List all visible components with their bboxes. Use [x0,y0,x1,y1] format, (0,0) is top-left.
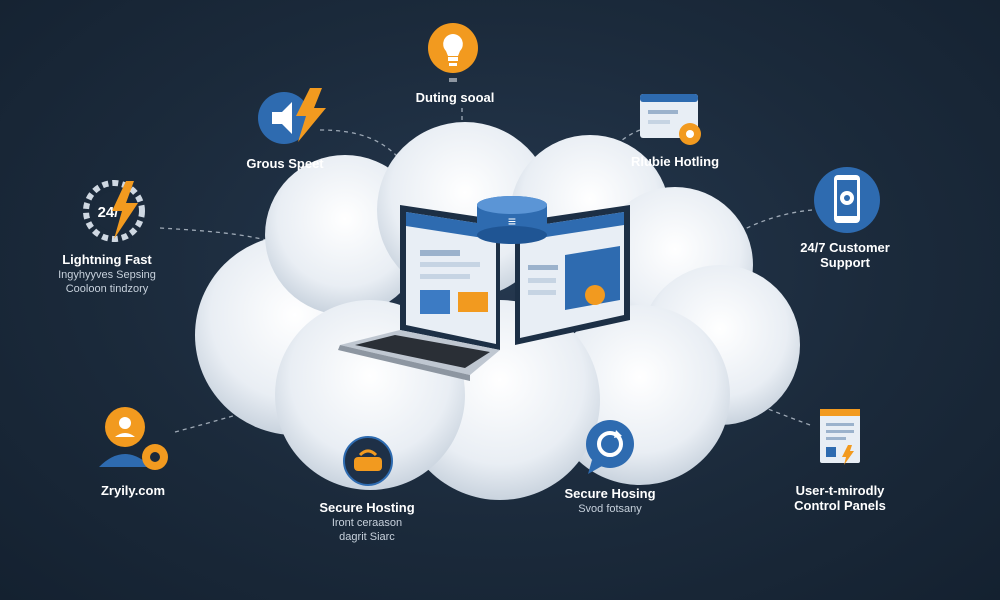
zryily-title: Zryily.com [100,483,166,498]
document-icon [820,409,860,465]
connector-speet [319,129,406,166]
browser-gear-icon [640,94,701,145]
lightbulb-icon [428,23,478,82]
user-gear-icon [99,407,168,470]
refresh-chat-icon [586,420,634,474]
lightning-fast-sub-2: Cooloon tindzory [65,283,149,295]
secure-hosing-title: Secure Hosing [564,486,656,501]
customer-support-title-2: Support [820,255,870,270]
secure-hosting-sub-1: Iront ceraason [331,517,403,529]
secure-hosting-sub-2: dagrit Siarc [339,531,395,543]
control-panels-title-2: Control Panels [794,498,886,513]
rlubie-hotling-title: Rlubie Hotling [630,154,720,169]
lightning-fast-title: Lightning Fast [62,252,152,267]
control-panels-title: User-t-mirodly [795,483,885,498]
database-badge: ≡ [508,213,516,229]
secure-hosing-sub-1: Svod fotsany [578,503,642,515]
grous-speet-title: Grous Speet [246,156,324,171]
speaker-lightning-icon [258,88,326,144]
secure-hosting-title: Secure Hosting [319,500,415,515]
secure-chip-icon [343,436,393,486]
lightning-gear-icon: 24/ [83,180,145,242]
connector-zryily [174,404,276,433]
customer-support-title: 24/7 Customer [800,240,890,255]
duting-sooal-title: Duting sooal [415,90,495,105]
lightning-fast-sub-1: Ingyhyyves Sepsing [58,269,156,281]
phone-gear-icon [814,167,880,233]
